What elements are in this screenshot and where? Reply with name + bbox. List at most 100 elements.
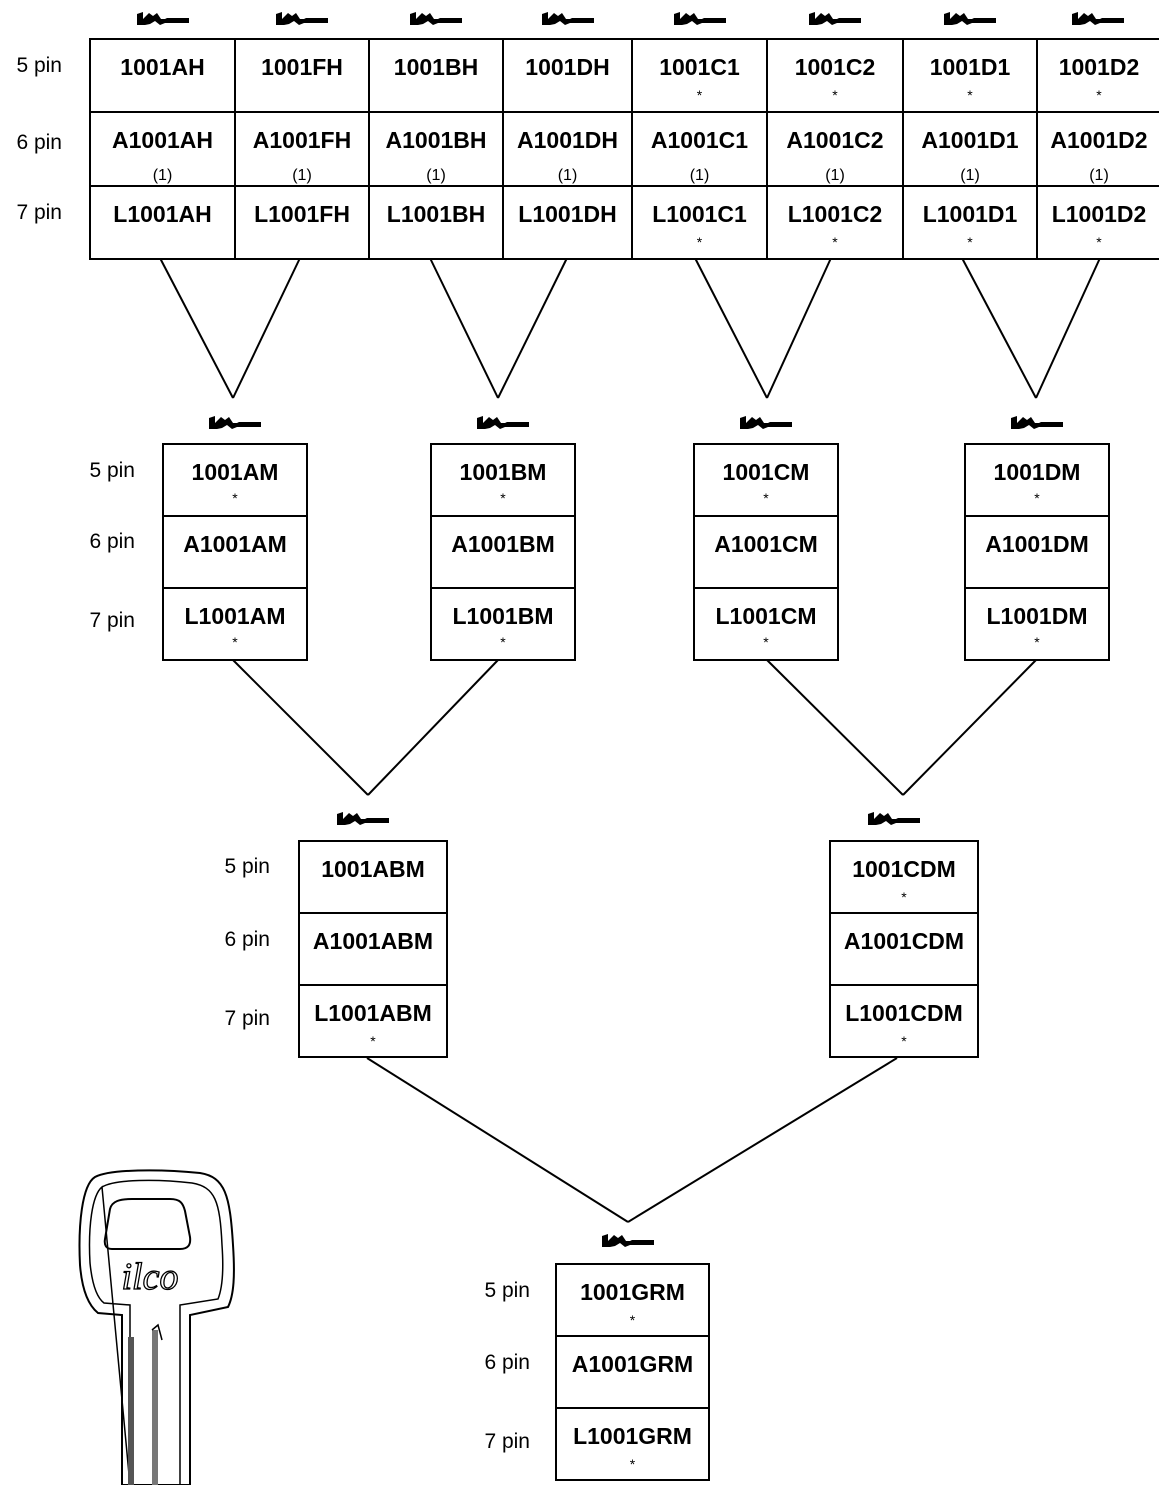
- key-code: L1001DH: [518, 201, 617, 227]
- keyway-profile-icon: [337, 812, 389, 825]
- footnote-ref: (1): [152, 167, 173, 184]
- box-row: 1001AM*: [164, 445, 306, 517]
- box-row: 1001CDM *: [831, 842, 977, 914]
- asterisk-mark: *: [696, 234, 703, 250]
- keyway-profile-icon: [276, 12, 328, 25]
- key-code: 1001AH: [120, 54, 205, 80]
- table-cell: A1001DH (1): [504, 113, 633, 187]
- key-code: A1001CDM: [843, 928, 965, 954]
- key-code: 1001DM: [993, 459, 1081, 485]
- asterisk-mark: *: [370, 1033, 376, 1049]
- asterisk-mark: *: [901, 889, 907, 905]
- box-row: A1001CM: [695, 517, 837, 589]
- pin-count-label: 7 pin: [16, 201, 62, 224]
- asterisk-mark: *: [1034, 634, 1040, 650]
- table-cell: 1001C1*: [633, 40, 768, 113]
- connector-line: [366, 1057, 629, 1223]
- connector-line: [961, 257, 1037, 399]
- table-cell: 1001BH: [370, 40, 504, 113]
- box-row: L1001ABM *: [300, 986, 446, 1058]
- pin-count-label: 5 pin: [224, 855, 270, 878]
- key-code: L1001AH: [113, 201, 212, 227]
- asterisk-mark: *: [1096, 87, 1102, 103]
- asterisk-mark: *: [901, 1033, 907, 1049]
- key-code: 1001BH: [393, 54, 479, 80]
- key-code: A1001DH: [517, 127, 618, 153]
- box-row: 1001BM *: [432, 445, 574, 517]
- connector-line: [232, 659, 369, 796]
- key-code: A1001GRM: [571, 1351, 694, 1377]
- box-row: L1001GRM*: [557, 1409, 708, 1481]
- box-row: L1001DM *: [966, 589, 1108, 661]
- keyway-profile-icon: [477, 416, 529, 429]
- key-code: 1001GRM: [580, 1279, 685, 1305]
- asterisk-mark: *: [500, 490, 506, 506]
- key-code: L1001ABM: [314, 1000, 432, 1026]
- keyway-profile-icon: [1011, 416, 1063, 429]
- table-cell: A1001D1(1): [904, 113, 1038, 187]
- asterisk-mark: *: [696, 87, 703, 103]
- pin-count-label: 6 pin: [484, 1351, 530, 1374]
- key-code: A1001C2: [786, 127, 884, 153]
- asterisk-mark: *: [232, 634, 238, 650]
- asterisk-mark: *: [967, 234, 973, 250]
- asterisk-mark: *: [1034, 490, 1040, 506]
- keyway-profile-icon: [1072, 12, 1124, 25]
- footnote-ref: (1): [426, 167, 446, 184]
- key-code: A1001BH: [385, 127, 487, 153]
- asterisk-mark: *: [500, 634, 506, 650]
- box-row: A1001AM: [164, 517, 306, 589]
- pin-count-label: 7 pin: [224, 1007, 270, 1030]
- box-row: 1001CM*: [695, 445, 837, 517]
- table-cell: L1001C2*: [768, 187, 904, 260]
- table-cell: 1001D1 *: [904, 40, 1038, 113]
- table-cell: L1001FH: [236, 187, 370, 260]
- keyway-profile-icon: [809, 12, 861, 25]
- table-cell: L1001D2 *: [1038, 187, 1159, 260]
- key-code: A1001DM: [985, 531, 1089, 557]
- key-code: L1001C2: [787, 201, 883, 227]
- key-code: L1001C1: [652, 201, 747, 227]
- keyway-profile-icon: [410, 12, 462, 25]
- connector-line: [367, 659, 499, 796]
- key-code: L1001GRM: [573, 1423, 692, 1449]
- key-code: A1001D1: [921, 127, 1019, 153]
- key-blank-icon: ilco: [78, 1169, 235, 1485]
- key-code: A1001AM: [183, 531, 287, 557]
- keyway-profile-icon: [209, 416, 261, 429]
- key-code: L1001BM: [452, 603, 554, 629]
- table-cell: A1001C2(1): [768, 113, 904, 187]
- ilco-logo: ilco: [122, 1256, 179, 1298]
- key-code: L1001BH: [386, 201, 486, 227]
- key-code: 1001D1: [929, 54, 1011, 80]
- key-code: L1001DM: [986, 603, 1088, 629]
- asterisk-mark: *: [832, 87, 838, 103]
- keyway-profile-icon: [944, 12, 996, 25]
- asterisk-mark: *: [967, 87, 973, 103]
- box-row: 1001ABM: [300, 842, 446, 914]
- key-code: 1001BM: [459, 459, 547, 485]
- connector-line: [766, 257, 832, 399]
- box-row: L1001BM *: [432, 589, 574, 661]
- asterisk-mark: *: [1096, 234, 1102, 250]
- connector-line: [497, 257, 568, 399]
- asterisk-mark: *: [763, 634, 769, 650]
- table-cell: A1001BH (1): [370, 113, 504, 187]
- footnote-ref: (1): [557, 167, 578, 184]
- key-code: A1001BM: [451, 531, 555, 557]
- keyway-profile-icon: [541, 12, 594, 25]
- key-code: L1001D2: [1051, 201, 1147, 227]
- master-key-box: 1001BM * A1001BM L1001BM *: [430, 443, 576, 661]
- key-code: L1001D1: [922, 201, 1018, 227]
- key-code: 1001CDM: [852, 856, 956, 882]
- pin-count-label: 6 pin: [89, 530, 135, 553]
- key-code: 1001ABM: [321, 856, 425, 882]
- key-code: A1001AH: [112, 127, 213, 153]
- pin-count-label: 7 pin: [484, 1430, 530, 1453]
- table-cell: A1001D2(1): [1038, 113, 1159, 187]
- key-code: 1001AM: [191, 459, 279, 485]
